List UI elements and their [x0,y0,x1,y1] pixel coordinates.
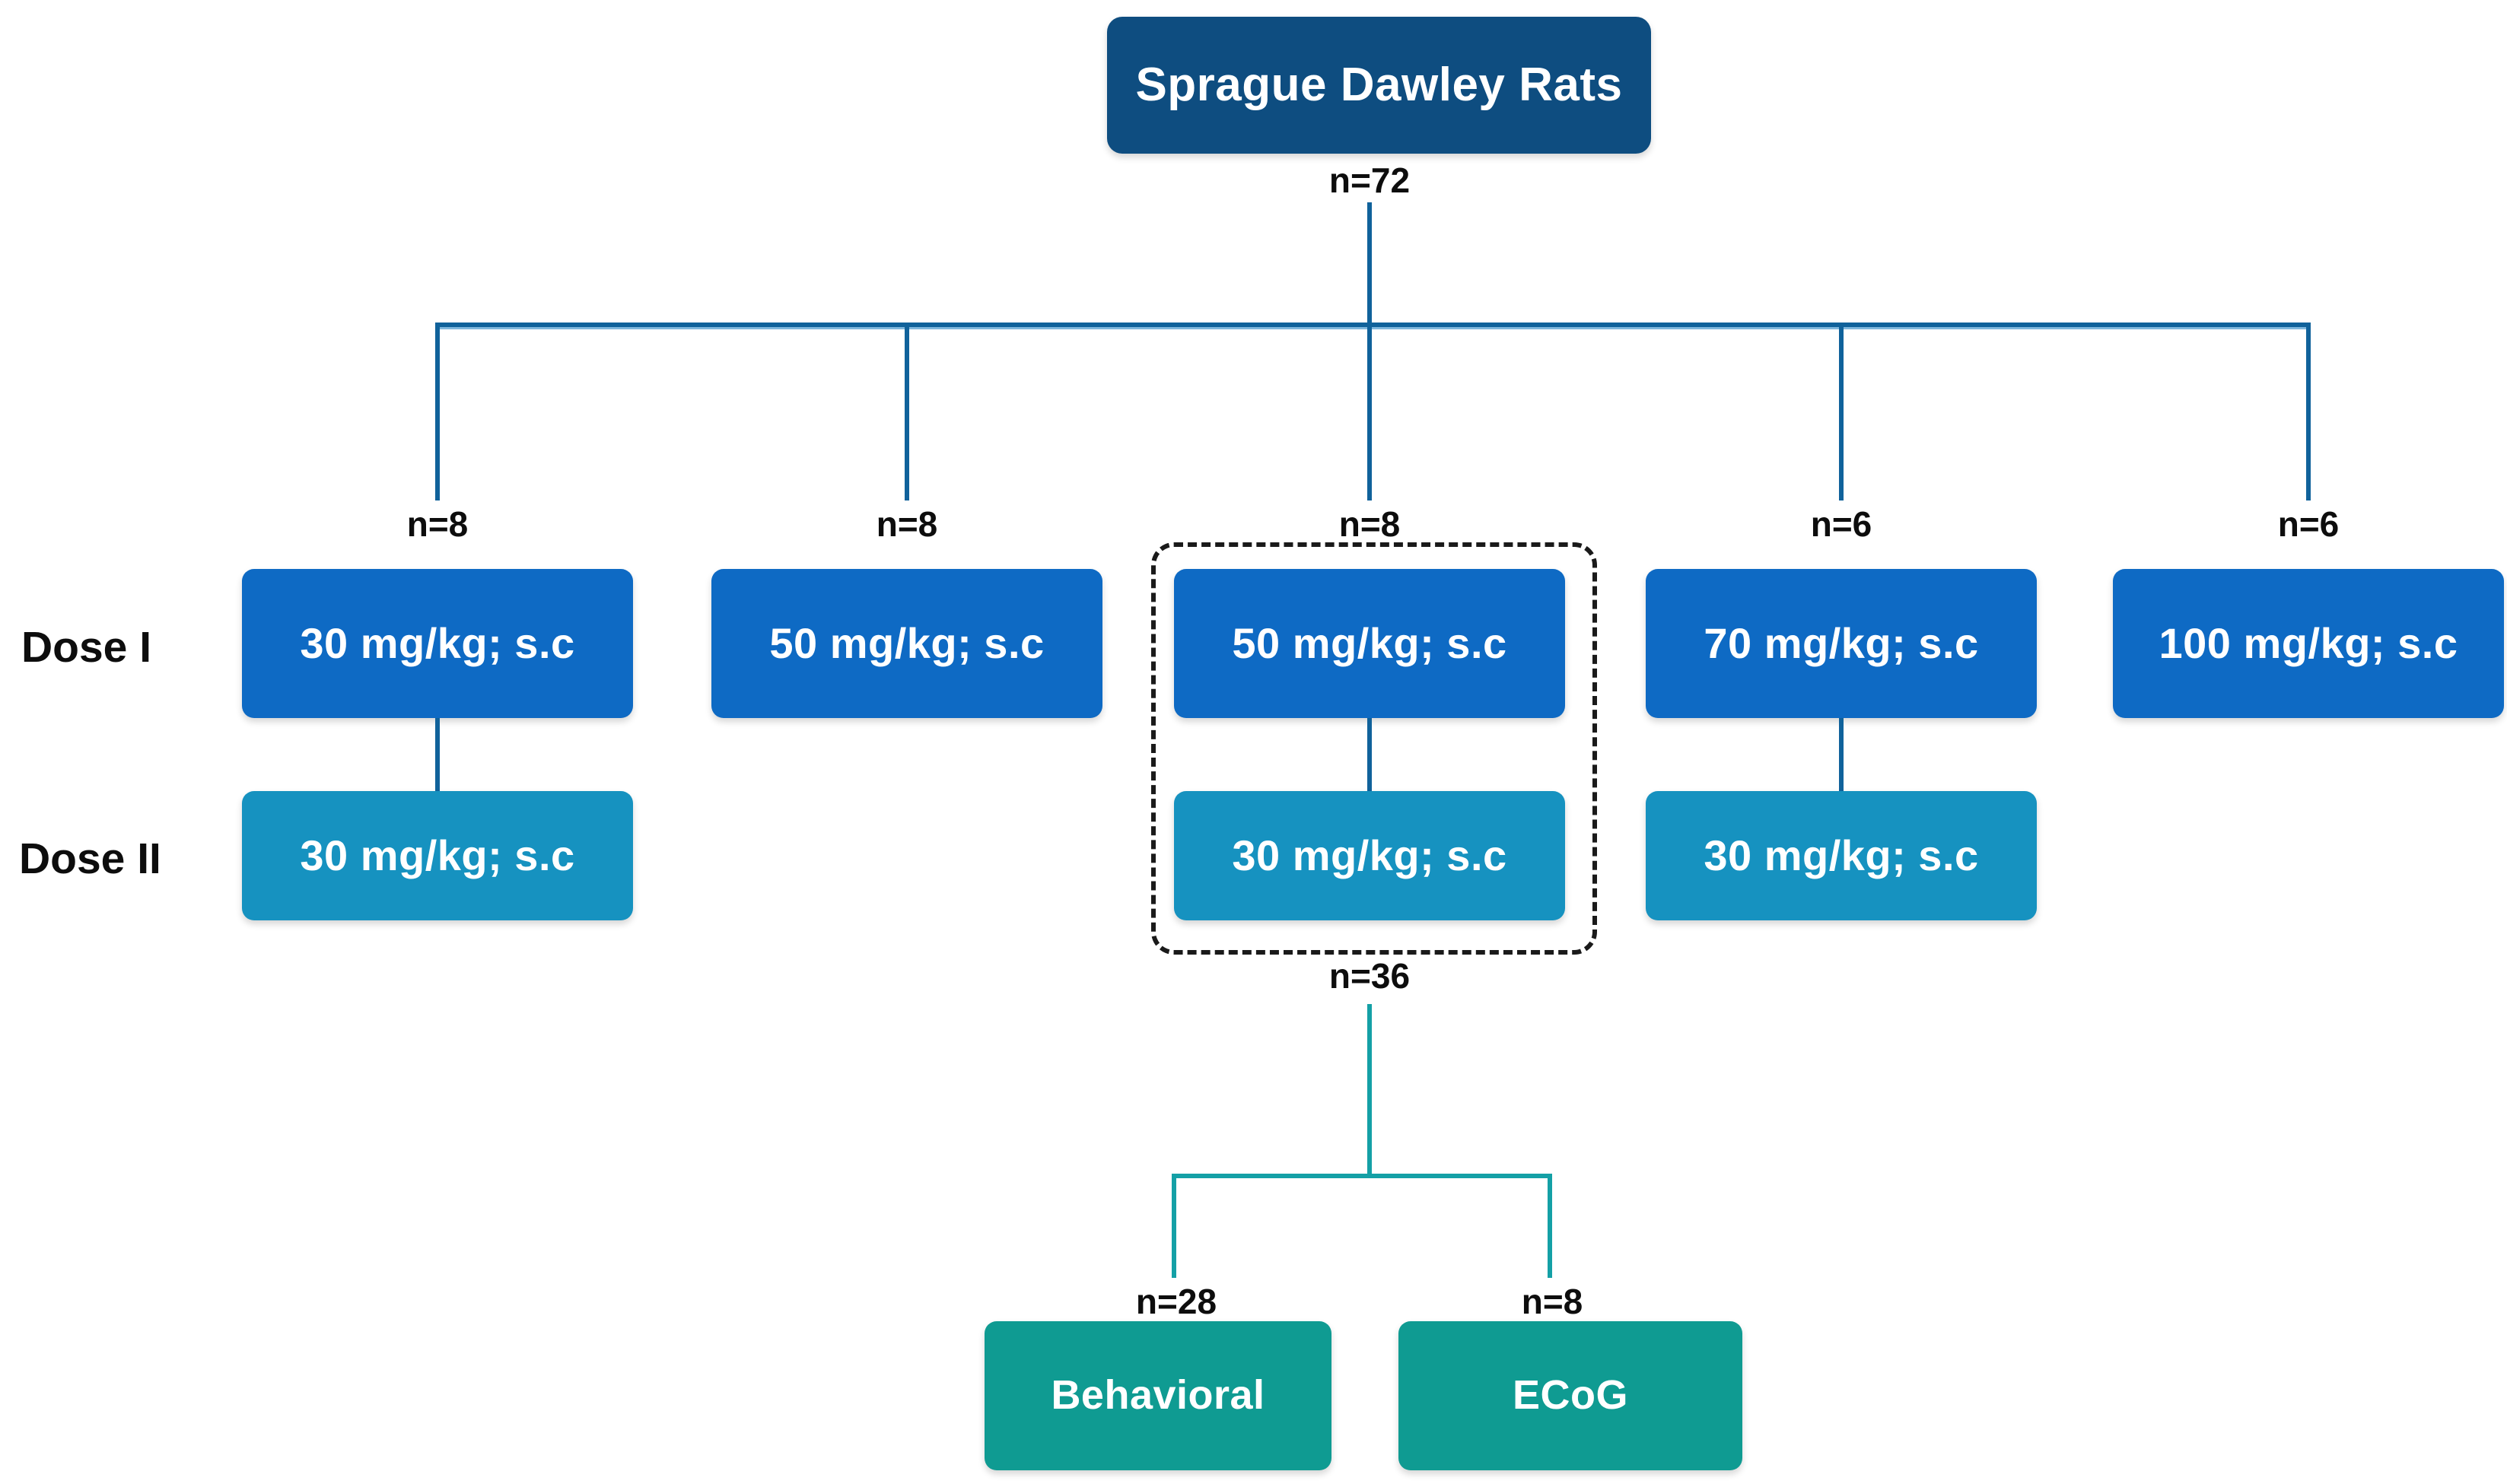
dose-connector-3 [1367,718,1372,791]
dose1-box-2: 50 mg/kg; s.c [711,569,1102,718]
group-count-4: n=6 [1810,504,1872,544]
selected-group-outline [1151,542,1597,955]
dose2-row-label: Dose II [19,834,161,883]
followup-stem-connector [1367,1004,1372,1175]
dose-connector-4 [1839,718,1844,791]
followup-rail-connector [1172,1174,1552,1178]
root-stem-connector [1367,202,1372,324]
group-count-2: n=8 [876,504,938,544]
branch-drop-2 [905,327,909,500]
root-count-label: n=72 [1328,160,1411,200]
branch-drop-5 [2306,327,2311,500]
dose2-box-4: 30 mg/kg; s.c [1646,791,2037,920]
dose1-box-3: 50 mg/kg; s.c [1174,569,1565,718]
behavioral-count-label: n=28 [1135,1282,1217,1321]
dose2-box-3: 30 mg/kg; s.c [1174,791,1565,920]
branch-drop-3 [1367,327,1372,500]
dose1-box-5: 100 mg/kg; s.c [2113,569,2504,718]
group-count-1: n=8 [406,504,469,544]
ecog-count-label: n=8 [1521,1282,1583,1321]
root-node-box: Sprague Dawley Rats [1107,17,1651,154]
dose1-box-1: 30 mg/kg; s.c [242,569,633,718]
dose1-row-label: Dose I [21,623,152,672]
ecog-outcome-box: ECoG [1398,1321,1742,1470]
behavioral-outcome-box: Behavioral [985,1321,1331,1470]
group-count-3: n=8 [1338,504,1401,544]
followup-drop-left [1172,1177,1176,1278]
group-count-5: n=6 [2277,504,2340,544]
dose1-box-4: 70 mg/kg; s.c [1646,569,2037,718]
branch-drop-1 [435,327,440,500]
dose2-box-1: 30 mg/kg; s.c [242,791,633,920]
branch-drop-4 [1839,327,1844,500]
branch-rail-connector [435,323,2311,329]
followup-count-label: n=36 [1328,956,1411,996]
followup-drop-right [1548,1177,1552,1278]
dose-connector-1 [435,718,440,791]
